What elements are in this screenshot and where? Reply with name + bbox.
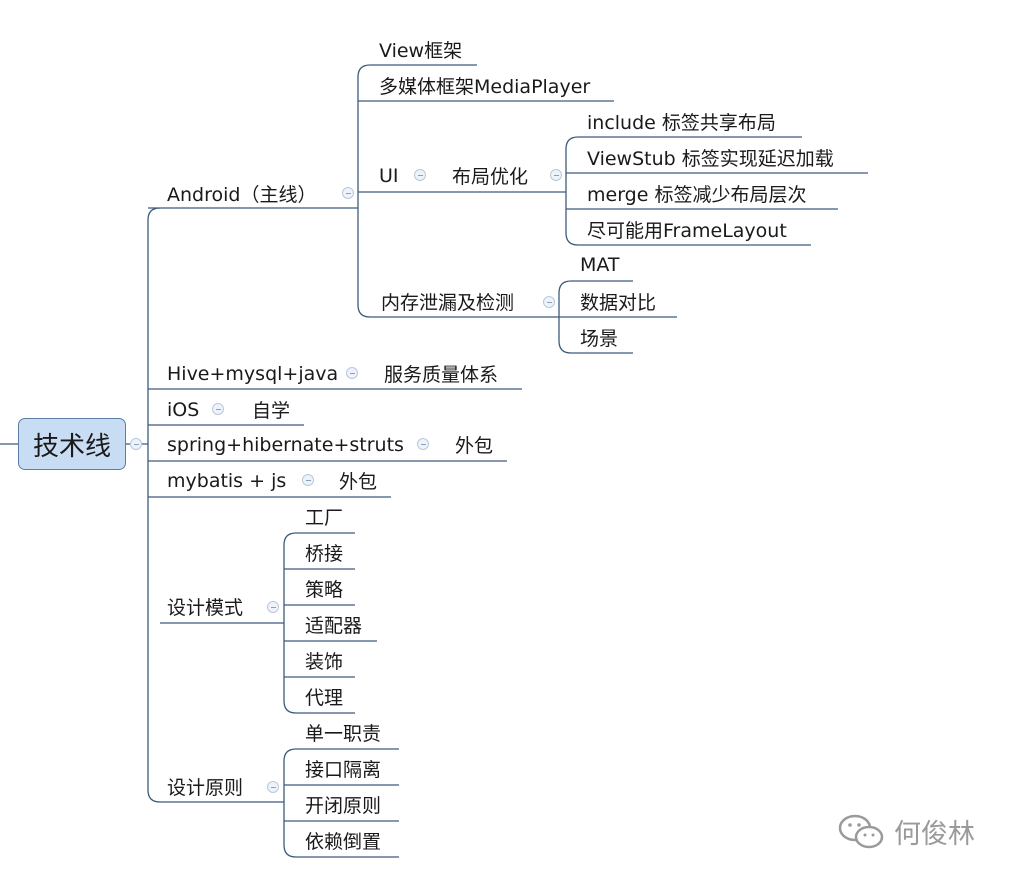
node-hive[interactable]: Hive+mysql+java xyxy=(167,363,339,385)
collapse-toggle-icon[interactable] xyxy=(550,169,562,181)
collapse-toggle-icon[interactable] xyxy=(414,169,426,181)
node-include[interactable]: include 标签共享布局 xyxy=(587,112,776,134)
collapse-toggle-icon[interactable] xyxy=(346,367,358,379)
node-design-patterns[interactable]: 设计模式 xyxy=(167,597,244,619)
node-hive-child[interactable]: 服务质量体系 xyxy=(384,364,499,386)
node-view-framework[interactable]: View框架 xyxy=(379,40,463,62)
node-proxy[interactable]: 代理 xyxy=(305,687,344,709)
collapse-toggle-icon[interactable] xyxy=(342,187,354,199)
node-ios-child[interactable]: 自学 xyxy=(252,400,291,422)
node-bridge[interactable]: 桥接 xyxy=(305,543,344,565)
collapse-toggle-icon[interactable] xyxy=(543,296,555,308)
node-spring-child[interactable]: 外包 xyxy=(455,435,494,457)
node-mybatis[interactable]: mybatis + js xyxy=(167,470,287,492)
node-spring[interactable]: spring+hibernate+struts xyxy=(167,434,404,456)
node-interface-segregation[interactable]: 接口隔离 xyxy=(305,759,382,781)
node-android[interactable]: Android（主线） xyxy=(167,184,317,206)
watermark: 何俊林 xyxy=(838,812,975,851)
node-layout-optimization[interactable]: 布局优化 xyxy=(452,166,529,188)
collapse-toggle-icon[interactable] xyxy=(417,438,429,450)
collapse-toggle-icon[interactable] xyxy=(130,438,142,450)
node-factory[interactable]: 工厂 xyxy=(305,507,344,529)
node-ui[interactable]: UI xyxy=(379,165,399,187)
collapse-toggle-icon[interactable] xyxy=(212,403,224,415)
root-node[interactable]: 技术线 xyxy=(18,418,126,470)
node-design-principles[interactable]: 设计原则 xyxy=(167,777,244,799)
collapse-toggle-icon[interactable] xyxy=(302,474,314,486)
node-decorator[interactable]: 装饰 xyxy=(305,651,344,673)
node-media-framework[interactable]: 多媒体框架MediaPlayer xyxy=(379,76,591,98)
collapse-toggle-icon[interactable] xyxy=(267,601,279,613)
node-framelayout[interactable]: 尽可能用FrameLayout xyxy=(587,220,787,242)
node-mybatis-child[interactable]: 外包 xyxy=(339,471,378,493)
node-single-responsibility[interactable]: 单一职责 xyxy=(305,723,382,745)
node-viewstub[interactable]: ViewStub 标签实现延迟加载 xyxy=(587,148,834,170)
wechat-icon xyxy=(838,814,884,848)
collapse-toggle-icon[interactable] xyxy=(267,781,279,793)
node-strategy[interactable]: 策略 xyxy=(305,579,344,601)
node-merge[interactable]: merge 标签减少布局层次 xyxy=(587,184,807,206)
node-adapter[interactable]: 适配器 xyxy=(305,615,363,637)
node-mat[interactable]: MAT xyxy=(580,254,620,276)
node-data-compare[interactable]: 数据对比 xyxy=(580,292,657,314)
node-scene[interactable]: 场景 xyxy=(580,328,619,350)
node-memory-leak[interactable]: 内存泄漏及检测 xyxy=(381,292,515,314)
node-ios[interactable]: iOS xyxy=(167,399,200,421)
node-open-closed[interactable]: 开闭原则 xyxy=(305,795,382,817)
watermark-text: 何俊林 xyxy=(894,819,975,850)
node-dependency-inversion[interactable]: 依赖倒置 xyxy=(305,831,382,853)
